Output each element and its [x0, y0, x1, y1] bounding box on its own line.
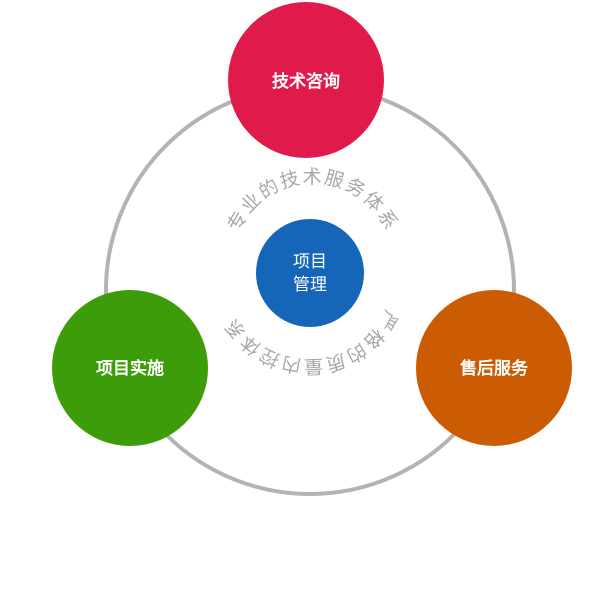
- node-right-circle: [416, 290, 572, 446]
- node-center-label-line2: 管理: [293, 275, 327, 295]
- node-top: 技术咨询: [228, 2, 384, 158]
- node-right-label: 售后服务: [460, 358, 529, 379]
- node-top-label: 技术咨询: [272, 71, 340, 92]
- node-left-label: 项目实施: [96, 358, 164, 379]
- node-top-circle: [228, 2, 384, 158]
- node-center-circle: [256, 219, 364, 327]
- node-right: 售后服务: [416, 290, 572, 446]
- node-center-label-line1: 项目: [293, 252, 327, 272]
- node-left: 项目实施: [52, 290, 208, 446]
- node-left-circle: [52, 290, 208, 446]
- node-center: 项目 管理: [256, 219, 364, 327]
